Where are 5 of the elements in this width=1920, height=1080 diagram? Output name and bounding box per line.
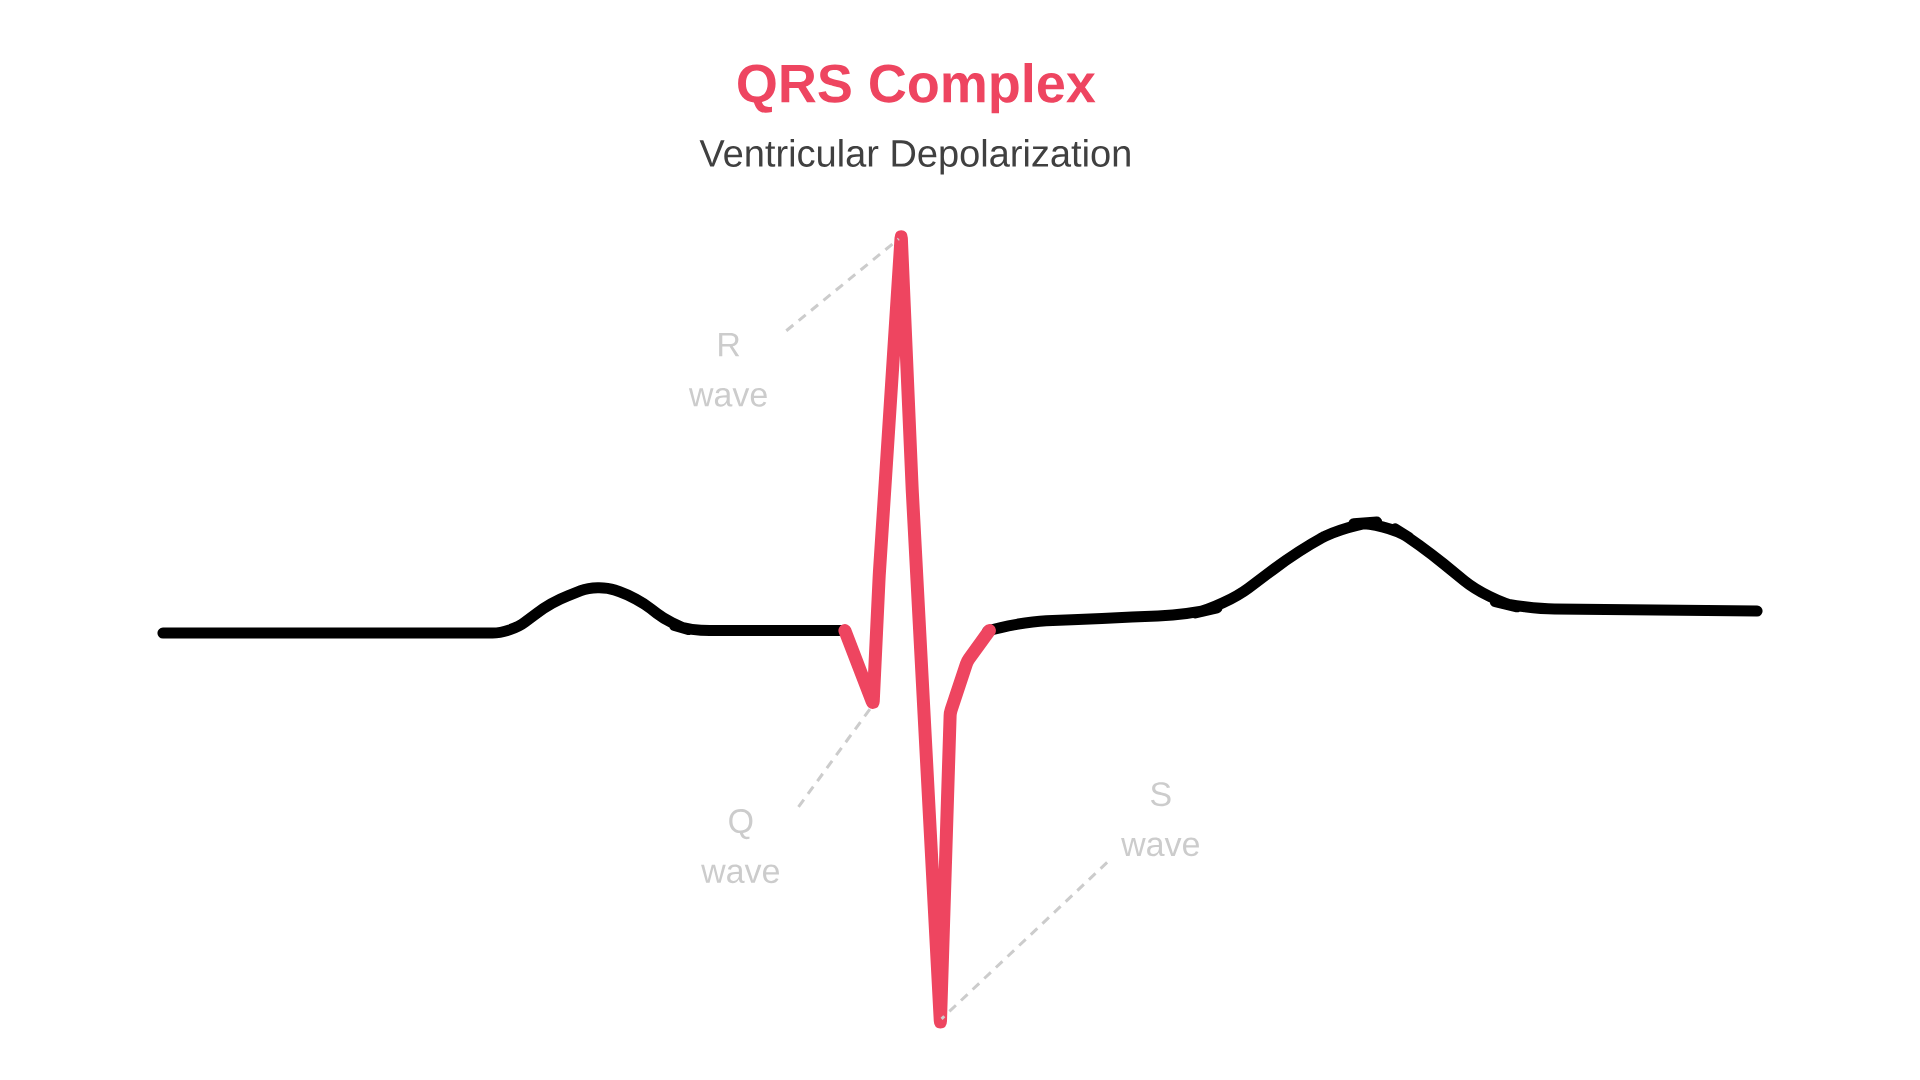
subtitle: Ventricular Depolarization [699,139,1130,175]
leader-line [797,705,874,808]
leader-line [940,861,1109,1020]
title: QRS Complex [738,63,1096,114]
leader-line [785,237,900,332]
